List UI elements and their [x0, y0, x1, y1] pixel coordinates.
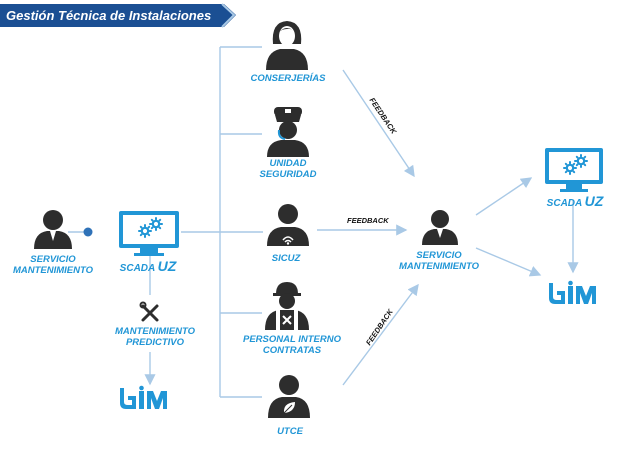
connector-dot	[83, 227, 93, 237]
person-icon	[422, 210, 458, 245]
scada-right-prefix: SCADA	[546, 198, 582, 209]
utce-leaf-icon	[268, 375, 310, 418]
scada-right-suffix: UZ	[584, 193, 604, 209]
label-scada-right: SCADA UZ	[547, 193, 604, 209]
gim-logo-icon	[549, 280, 596, 304]
title-banner	[0, 3, 236, 28]
security-guard-icon	[267, 107, 309, 157]
page-title: Gestión Técnica de Instalaciones	[6, 8, 212, 23]
monitor-gears-icon	[545, 148, 603, 192]
worker-icon	[265, 282, 309, 330]
feedback-label-middle: FEEDBACK	[347, 216, 389, 225]
label-servicio-mantenimiento-center: SERVICIO MANTENIMIENTO	[398, 250, 480, 272]
label-servicio-mantenimiento-left: SERVICIO MANTENIMIENTO	[12, 254, 94, 276]
label-personal-interno: PERSONAL INTERNO CONTRATAS	[242, 334, 342, 356]
monitor-gears-icon	[119, 211, 179, 256]
concierge-icon	[266, 21, 308, 70]
label-sicuz: SICUZ	[271, 253, 301, 264]
sicuz-operator-icon	[267, 204, 309, 246]
label-unidad-seguridad: UNIDAD SEGURIDAD	[259, 158, 317, 180]
gim-logo-icon	[120, 385, 167, 409]
scada-left-prefix: SCADA	[119, 263, 155, 274]
label-mantenimiento-predictivo: MANTENIMIENTO PREDICTIVO	[114, 326, 196, 348]
connector-lines	[68, 46, 579, 398]
label-conserjerias: CONSERJERÍAS	[250, 73, 326, 84]
label-scada-left: SCADA UZ	[120, 258, 177, 274]
tools-icon	[139, 301, 159, 322]
person-icon	[34, 210, 72, 249]
label-utce: UTCE	[277, 426, 303, 437]
scada-left-suffix: UZ	[157, 258, 177, 274]
